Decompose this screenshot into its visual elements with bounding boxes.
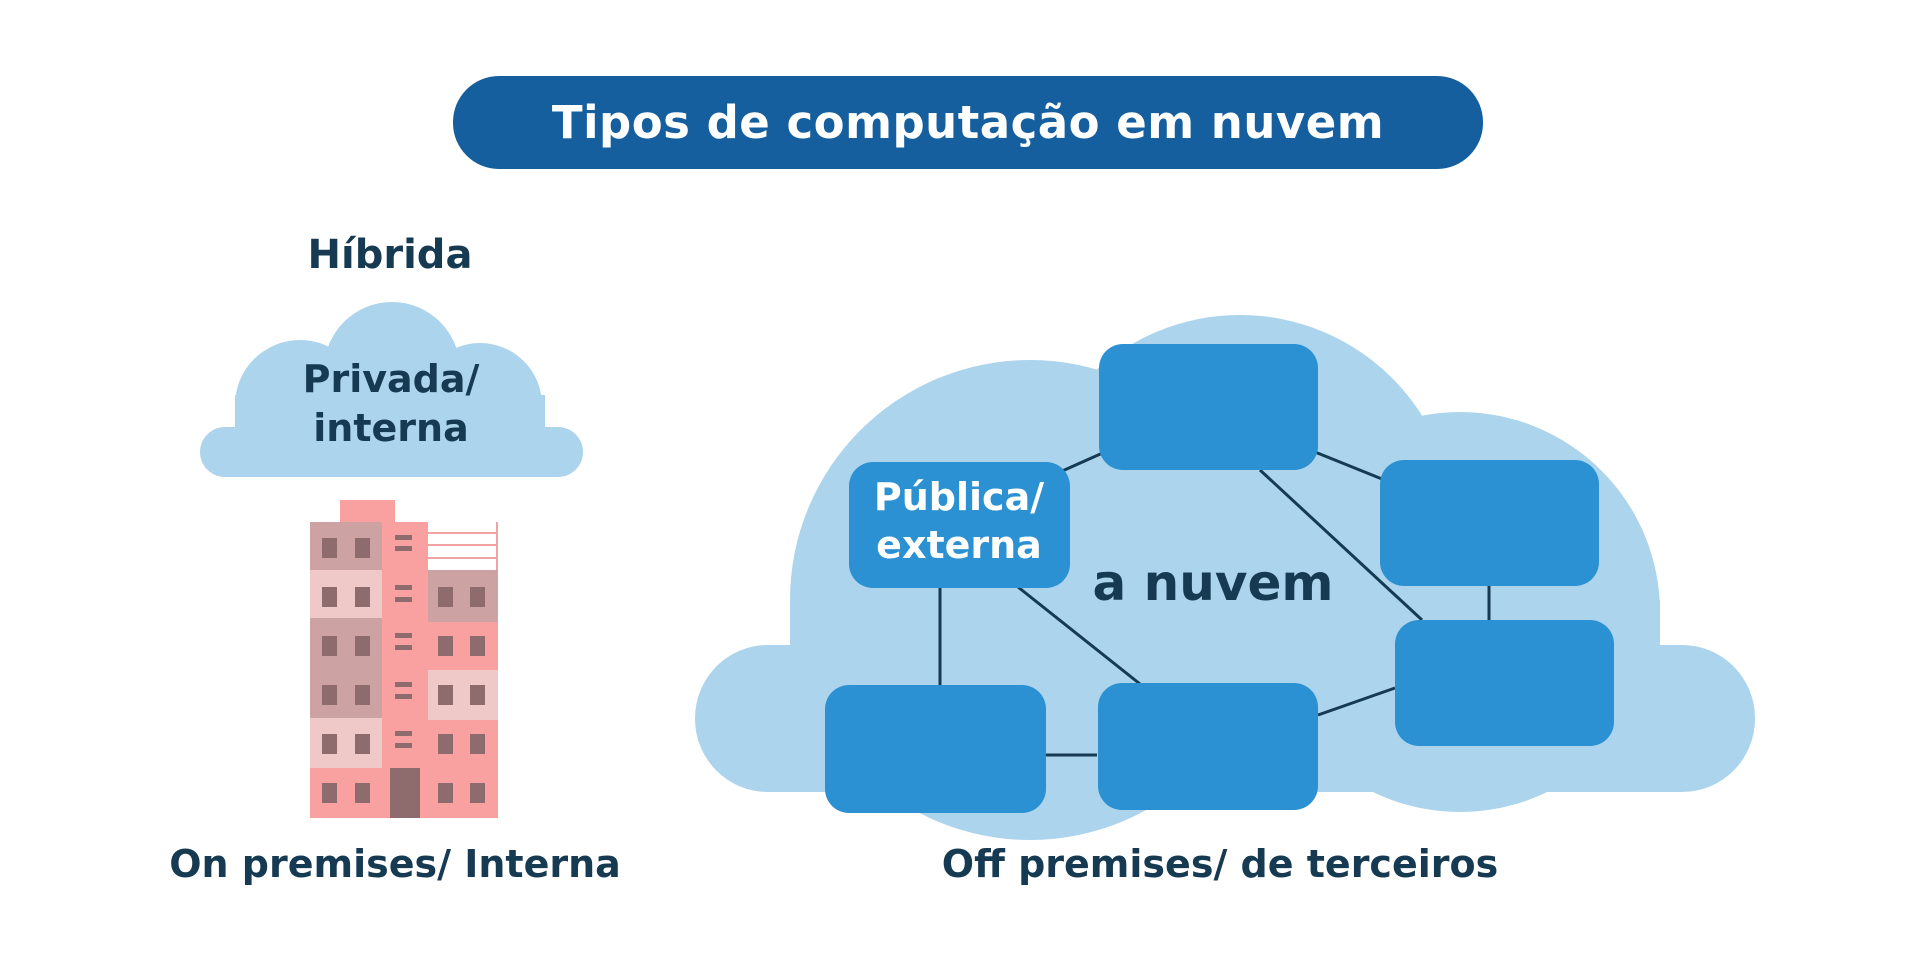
cloud-center-label: a nuvem [1093, 554, 1334, 612]
title-text: Tipos de computação em nuvem [551, 96, 1385, 149]
public-node-label-line1: Pública/ [874, 475, 1044, 519]
network-node-right-top [1380, 460, 1599, 586]
office-building-icon [310, 500, 498, 818]
off-premises-caption: Off premises/ de terceiros [941, 842, 1499, 886]
private-cloud-label-line2: interna [313, 406, 468, 450]
public-external-node: Pública/ externa [849, 462, 1070, 588]
title-banner: Tipos de computação em nuvem [453, 76, 1483, 169]
hybrid-heading: Híbrida [307, 232, 473, 278]
network-node-top [1099, 344, 1318, 470]
network-node-bottom-middle [1098, 683, 1318, 810]
on-premises-caption: On premises/ Interna [169, 842, 621, 886]
private-cloud-label-line1: Privada/ [303, 357, 480, 401]
network-node-right-bottom [1395, 620, 1614, 746]
public-node-label-line2: externa [876, 523, 1042, 567]
network-node-bottom-left [825, 685, 1046, 813]
private-cloud-icon: Privada/ interna [200, 302, 583, 477]
